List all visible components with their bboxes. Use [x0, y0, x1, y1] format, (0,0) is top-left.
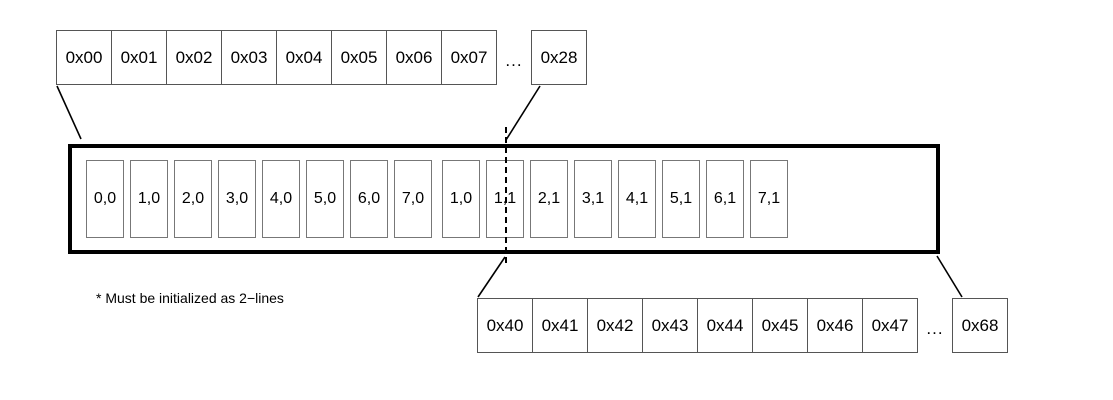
address-cell: 0x43 — [642, 298, 698, 353]
bottom-address-ellipsis: ... — [926, 319, 944, 338]
buffer-cell: 2,0 — [174, 160, 212, 238]
leader-line-top-right — [505, 85, 541, 141]
address-cell: 0x44 — [697, 298, 753, 353]
buffer-cell: 3,0 — [218, 160, 256, 238]
line-split-divider — [505, 127, 507, 263]
buffer-cell-row: 0,0 1,0 2,0 3,0 4,0 5,0 6,0 7,0 1,0 1,1 … — [86, 160, 788, 238]
buffer-cell: 5,1 — [662, 160, 700, 238]
buffer-cell: 3,1 — [574, 160, 612, 238]
address-cell: 0x41 — [532, 298, 588, 353]
address-cell: 0x04 — [276, 30, 332, 85]
leader-line-bottom-left — [477, 256, 506, 298]
address-cell: 0x45 — [752, 298, 808, 353]
bottom-address-run: 0x40 0x41 0x42 0x43 0x44 0x45 0x46 0x47 — [477, 298, 918, 353]
address-cell: 0x46 — [807, 298, 863, 353]
address-cell: 0x42 — [587, 298, 643, 353]
top-address-run: 0x00 0x01 0x02 0x03 0x04 0x05 0x06 0x07 — [56, 30, 497, 85]
buffer-cell: 1,0 — [442, 160, 480, 238]
top-address-last-cell: 0x28 — [531, 30, 587, 85]
buffer-cell: 7,0 — [394, 160, 432, 238]
two-line-buffer-box: 0,0 1,0 2,0 3,0 4,0 5,0 6,0 7,0 1,0 1,1 … — [68, 144, 940, 254]
address-cell: 0x40 — [477, 298, 533, 353]
buffer-cell: 1,0 — [130, 160, 168, 238]
top-address-strip: 0x00 0x01 0x02 0x03 0x04 0x05 0x06 0x07 … — [56, 30, 587, 85]
address-cell: 0x01 — [111, 30, 167, 85]
address-cell: 0x00 — [56, 30, 112, 85]
buffer-cell: 7,1 — [750, 160, 788, 238]
address-cell: 0x02 — [166, 30, 222, 85]
address-cell: 0x05 — [331, 30, 387, 85]
buffer-cell: 6,0 — [350, 160, 388, 238]
bottom-address-last-cell: 0x68 — [952, 298, 1008, 353]
buffer-cell: 5,0 — [306, 160, 344, 238]
bottom-address-strip: 0x40 0x41 0x42 0x43 0x44 0x45 0x46 0x47 … — [477, 298, 1008, 353]
top-address-ellipsis: ... — [505, 51, 523, 70]
buffer-cell: 4,1 — [618, 160, 656, 238]
address-cell: 0x07 — [441, 30, 497, 85]
buffer-cell: 0,0 — [86, 160, 124, 238]
leader-line-top-left — [56, 85, 82, 140]
buffer-cell: 6,1 — [706, 160, 744, 238]
buffer-cell: 2,1 — [530, 160, 568, 238]
address-cell: 0x03 — [221, 30, 277, 85]
address-cell: 0x06 — [386, 30, 442, 85]
footnote-text: * Must be initialized as 2−lines — [96, 290, 284, 306]
buffer-cell: 4,0 — [262, 160, 300, 238]
leader-line-bottom-right — [936, 255, 963, 298]
address-cell: 0x47 — [862, 298, 918, 353]
